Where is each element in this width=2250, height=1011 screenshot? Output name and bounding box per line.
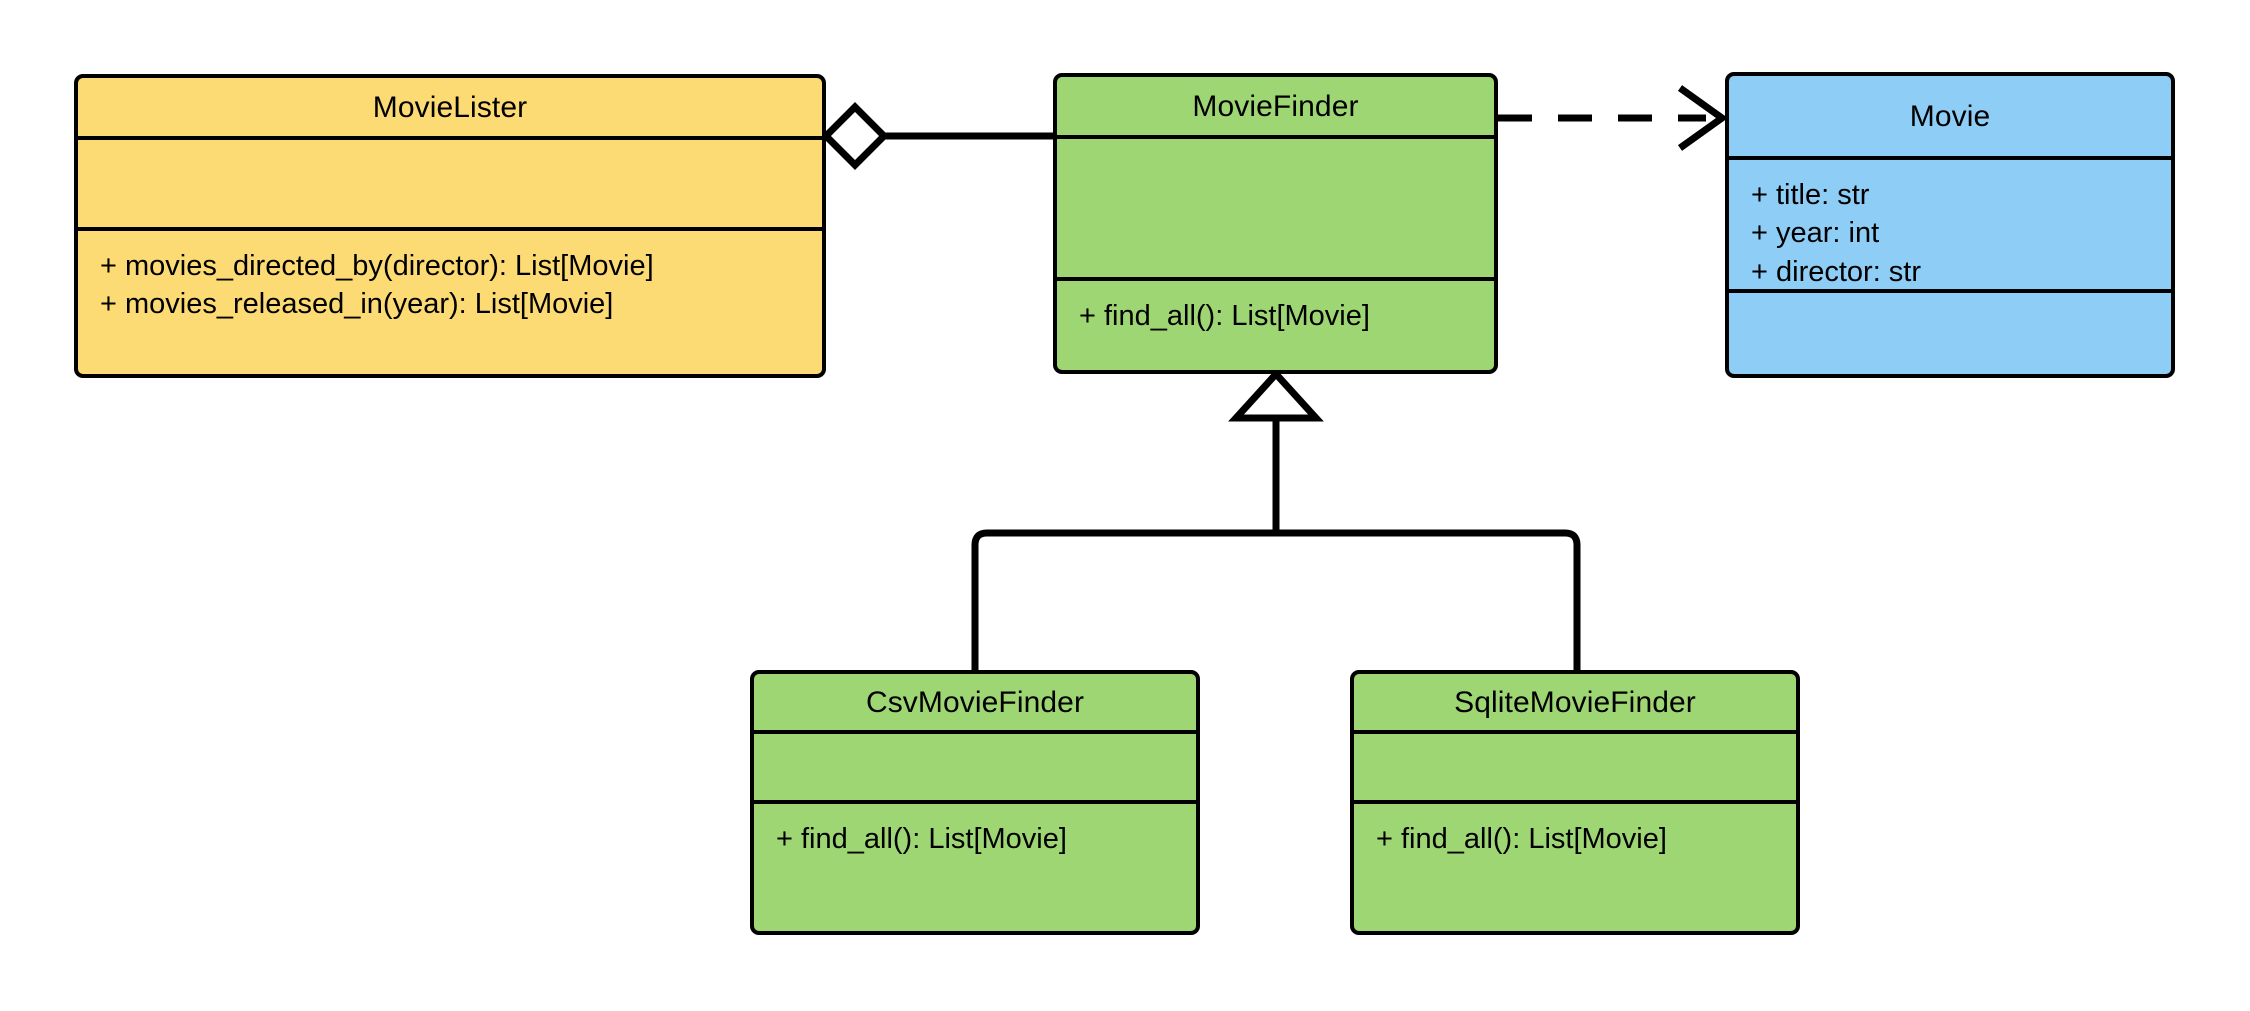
operation-item: + find_all(): List[Movie] — [776, 823, 1067, 855]
dependency-connector — [1498, 85, 1729, 151]
attribute-item: + year: int — [1751, 217, 1880, 250]
attributes-compartment-moviefinder — [1057, 139, 1494, 281]
operation-item: + movies_directed_by(director): List[Mov… — [100, 250, 654, 282]
class-name-movielister: MovieLister — [78, 78, 822, 140]
uml-class-moviefinder[interactable]: MovieFinder + find_all(): List[Movie] — [1053, 73, 1498, 374]
operation-item: + movies_released_in(year): List[Movie] — [100, 288, 614, 321]
aggregation-connector — [821, 102, 1053, 170]
attributes-compartment-csvmoviefinder — [754, 734, 1196, 804]
operations-compartment-movielister: + movies_directed_by(director): List[Mov… — [78, 231, 822, 374]
attribute-item: + director: str — [1751, 255, 1922, 288]
hollow-triangle-icon — [1228, 368, 1324, 422]
operations-compartment-csvmoviefinder: + find_all(): List[Movie] — [754, 804, 1196, 931]
operation-item: + find_all(): List[Movie] — [1376, 823, 1667, 855]
attributes-compartment-sqlitemoviefinder — [1354, 734, 1796, 804]
generalization-connector — [971, 368, 1581, 670]
class-name-movie: Movie — [1729, 76, 2171, 160]
operation-item: + find_all(): List[Movie] — [1079, 300, 1370, 332]
uml-class-sqlitemoviefinder[interactable]: SqliteMovieFinder + find_all(): List[Mov… — [1350, 670, 1800, 935]
uml-class-movie[interactable]: Movie + title: str + year: int + directo… — [1725, 72, 2175, 378]
uml-class-csvmoviefinder[interactable]: CsvMovieFinder + find_all(): List[Movie] — [750, 670, 1200, 935]
class-name-sqlitemoviefinder: SqliteMovieFinder — [1354, 674, 1796, 734]
class-name-moviefinder: MovieFinder — [1057, 77, 1494, 139]
open-arrow-icon — [1677, 85, 1729, 151]
uml-class-movielister[interactable]: MovieLister + movies_directed_by(directo… — [74, 74, 826, 378]
hollow-diamond-icon — [821, 102, 889, 170]
operations-compartment-sqlitemoviefinder: + find_all(): List[Movie] — [1354, 804, 1796, 931]
generalization-branch — [971, 529, 1581, 670]
attribute-item: + title: str — [1751, 179, 1870, 211]
class-name-csvmoviefinder: CsvMovieFinder — [754, 674, 1196, 734]
operations-compartment-movie — [1729, 293, 2171, 374]
operations-compartment-moviefinder: + find_all(): List[Movie] — [1057, 281, 1494, 370]
attributes-compartment-movie: + title: str + year: int + director: str — [1729, 160, 2171, 293]
attributes-compartment-movielister — [78, 140, 822, 231]
